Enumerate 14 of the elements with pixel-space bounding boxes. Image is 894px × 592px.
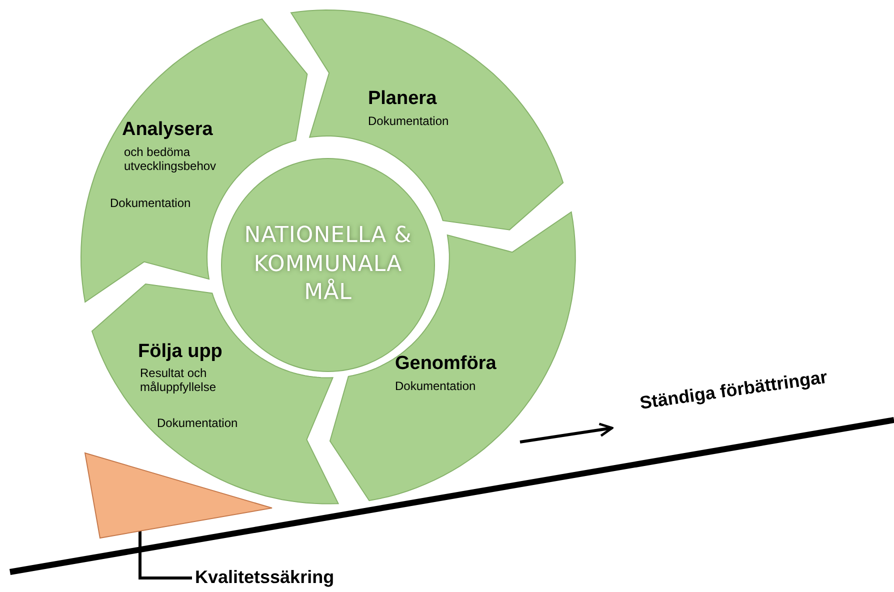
leader-line — [138, 531, 192, 580]
step-title: Analysera — [122, 118, 213, 141]
direction-label: Ständiga förbättringar — [638, 366, 829, 414]
callout-label: Kvalitetssäkring — [195, 567, 334, 588]
goal-text: NATIONELLA & KOMMUNALA MÅL — [243, 222, 413, 308]
step-note: Dokumentation — [368, 114, 449, 129]
step-title: Planera — [368, 88, 437, 110]
step-description: Resultat och måluppfyllelse — [140, 366, 218, 395]
step-title: Följa upp — [138, 340, 222, 363]
step-title: Genomföra — [394, 352, 496, 375]
step-note: Dokumentation — [156, 416, 238, 431]
step-description: och bedöma utvecklingsbehov — [124, 146, 218, 174]
step-note: Dokumentation — [394, 380, 476, 394]
step-note: Dokumentation — [110, 196, 191, 211]
